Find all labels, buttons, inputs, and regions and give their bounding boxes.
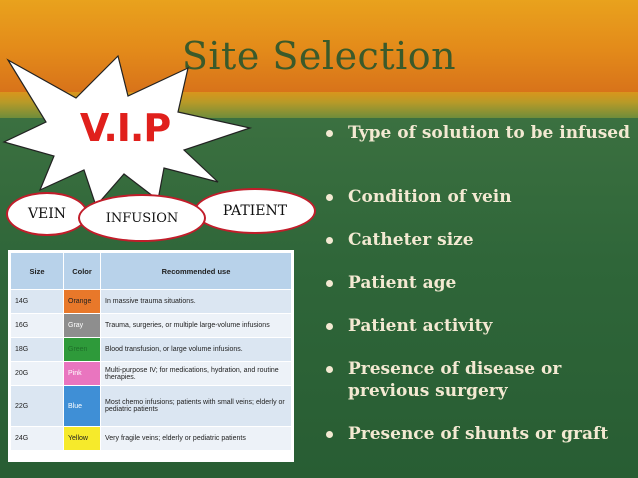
bullet-dot-icon: [326, 237, 333, 244]
bullet-text: Patient activity: [348, 316, 493, 336]
cell-size: 20G: [10, 361, 64, 386]
table-row: 22G Blue Most chemo infusions; patients …: [10, 385, 292, 427]
catheter-size-table: Size Color Recommended use 14G Orange In…: [8, 250, 294, 462]
table-row: 16G Gray Trauma, surgeries, or multiple …: [10, 313, 292, 338]
oval-vein: VEIN: [6, 192, 88, 236]
table-row: 24G Yellow Very fragile veins; elderly o…: [10, 426, 292, 451]
bullet-text: Condition of vein: [348, 187, 512, 207]
table-row: 14G Orange In massive trauma situations.: [10, 289, 292, 314]
bullet-list: Type of solution to be infused Condition…: [326, 118, 636, 445]
bullet-dot-icon: [326, 431, 333, 438]
bullet-item: Type of solution to be infused: [326, 122, 636, 166]
cell-use: In massive trauma situations.: [100, 289, 292, 314]
table-header-row: Size Color Recommended use: [10, 252, 292, 290]
bullet-dot-icon: [326, 366, 333, 373]
cell-use: Multi-purpose IV; for medications, hydra…: [100, 361, 292, 386]
bullet-dot-icon: [326, 280, 333, 287]
slide-title: Site Selection: [181, 34, 457, 78]
cell-use: Blood transfusion, or large volume infus…: [100, 337, 292, 362]
cell-use: Very fragile veins; elderly or pediatric…: [100, 426, 292, 451]
cell-size: 16G: [10, 313, 64, 338]
bullet-text: Patient age: [348, 273, 457, 293]
vip-burst-text: V.I.P: [79, 106, 171, 150]
cell-color: Gray: [63, 313, 101, 338]
cell-use: Trauma, surgeries, or multiple large-vol…: [100, 313, 292, 338]
bullet-text: Presence of shunts or graft: [348, 424, 609, 444]
cell-color: Pink: [63, 361, 101, 386]
bullet-item: Presence of shunts or graft: [326, 423, 636, 445]
cell-size: 14G: [10, 289, 64, 314]
bullet-item: Condition of vein: [326, 186, 636, 208]
bullet-text: Type of solution to be infused: [348, 123, 631, 143]
cell-size: 24G: [10, 426, 64, 451]
cell-size: 18G: [10, 337, 64, 362]
table-row: 20G Pink Multi-purpose IV; for medicatio…: [10, 361, 292, 386]
cell-size: 22G: [10, 385, 64, 427]
cell-color: Orange: [63, 289, 101, 314]
cell-color: Green: [63, 337, 101, 362]
cell-use: Most chemo infusions; patients with smal…: [100, 385, 292, 427]
header-recommended-use: Recommended use: [100, 252, 292, 290]
bullet-text: Presence of disease or previous surgery: [348, 359, 562, 401]
cell-color: Yellow: [63, 426, 101, 451]
bullet-dot-icon: [326, 194, 333, 201]
oval-infusion: INFUSION: [78, 194, 206, 242]
bullet-item: Catheter size: [326, 229, 636, 251]
cell-color: Blue: [63, 385, 101, 427]
bullet-item: Patient age: [326, 272, 636, 294]
bullet-item: Presence of disease or previous surgery: [326, 358, 636, 402]
bullet-dot-icon: [326, 323, 333, 330]
bullet-dot-icon: [326, 130, 333, 137]
header-color: Color: [63, 252, 101, 290]
bullet-text: Catheter size: [348, 230, 474, 250]
table-row: 18G Green Blood transfusion, or large vo…: [10, 337, 292, 362]
starburst-shape: [2, 54, 253, 208]
bullet-item: Patient activity: [326, 315, 636, 337]
header-size: Size: [10, 252, 64, 290]
oval-patient: PATIENT: [194, 188, 316, 234]
